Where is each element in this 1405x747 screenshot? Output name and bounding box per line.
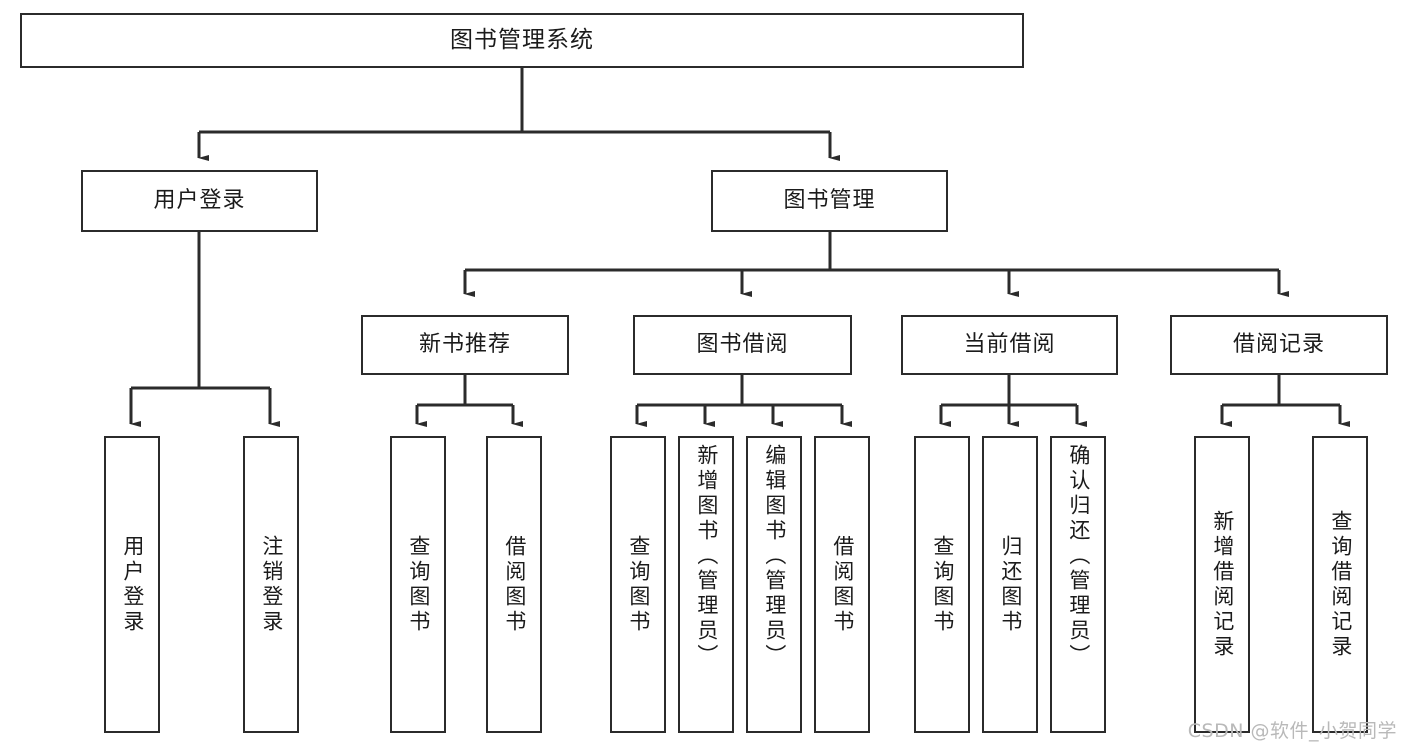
leaf-label: 新增借阅记录 — [1210, 509, 1235, 660]
node-label: 新书推荐 — [418, 331, 511, 357]
leaf-borrow-book[interactable]: 借阅图书 — [814, 436, 870, 733]
node-borrowing-record[interactable]: 借阅记录 — [1170, 315, 1388, 375]
leaf-add-borrowing-record[interactable]: 新增借阅记录 — [1194, 436, 1250, 733]
leaf-confirm-return-admin[interactable]: 确认归还（管理员） — [1050, 436, 1106, 733]
leaf-label: 查询图书 — [930, 534, 955, 635]
leaf-query-borrowing-record[interactable]: 查询借阅记录 — [1312, 436, 1368, 733]
node-label: 图书管理系统 — [450, 26, 594, 53]
node-current-borrowing[interactable]: 当前借阅 — [901, 315, 1118, 375]
node-new-book-recommendation[interactable]: 新书推荐 — [361, 315, 569, 375]
leaf-query-book-current[interactable]: 查询图书 — [914, 436, 970, 733]
leaf-label: 用户登录 — [120, 534, 145, 635]
node-label: 图书借阅 — [696, 331, 789, 357]
leaf-label: 新增图书（管理员） — [694, 444, 719, 669]
node-user-login[interactable]: 用户登录 — [81, 170, 318, 232]
leaf-edit-book-admin[interactable]: 编辑图书（管理员） — [746, 436, 802, 733]
csdn-watermark: CSDN @软件_小贺同学 — [1187, 720, 1397, 742]
leaf-logout-login[interactable]: 注销登录 — [243, 436, 299, 733]
leaf-return-book[interactable]: 归还图书 — [982, 436, 1038, 733]
node-book-borrowing[interactable]: 图书借阅 — [633, 315, 852, 375]
leaf-borrow-book-recommendation[interactable]: 借阅图书 — [486, 436, 542, 733]
leaf-label: 借阅图书 — [502, 534, 527, 635]
leaf-label: 查询图书 — [406, 534, 431, 635]
leaf-label: 确认归还（管理员） — [1066, 444, 1091, 669]
leaf-label: 归还图书 — [998, 534, 1023, 635]
leaf-label: 编辑图书（管理员） — [762, 444, 787, 669]
node-label: 用户登录 — [153, 187, 246, 213]
leaf-label: 查询图书 — [626, 534, 651, 635]
leaf-add-book-admin[interactable]: 新增图书（管理员） — [678, 436, 734, 733]
node-root-book-management-system[interactable]: 图书管理系统 — [20, 13, 1024, 68]
node-label: 当前借阅 — [963, 331, 1056, 357]
leaf-label: 注销登录 — [259, 534, 284, 635]
node-label: 借阅记录 — [1232, 331, 1325, 357]
leaf-label: 借阅图书 — [830, 534, 855, 635]
node-label: 图书管理 — [783, 187, 876, 213]
leaf-query-book-borrowing[interactable]: 查询图书 — [610, 436, 666, 733]
leaf-query-book-recommendation[interactable]: 查询图书 — [390, 436, 446, 733]
leaf-label: 查询借阅记录 — [1328, 509, 1353, 660]
leaf-user-login[interactable]: 用户登录 — [104, 436, 160, 733]
node-book-management[interactable]: 图书管理 — [711, 170, 948, 232]
